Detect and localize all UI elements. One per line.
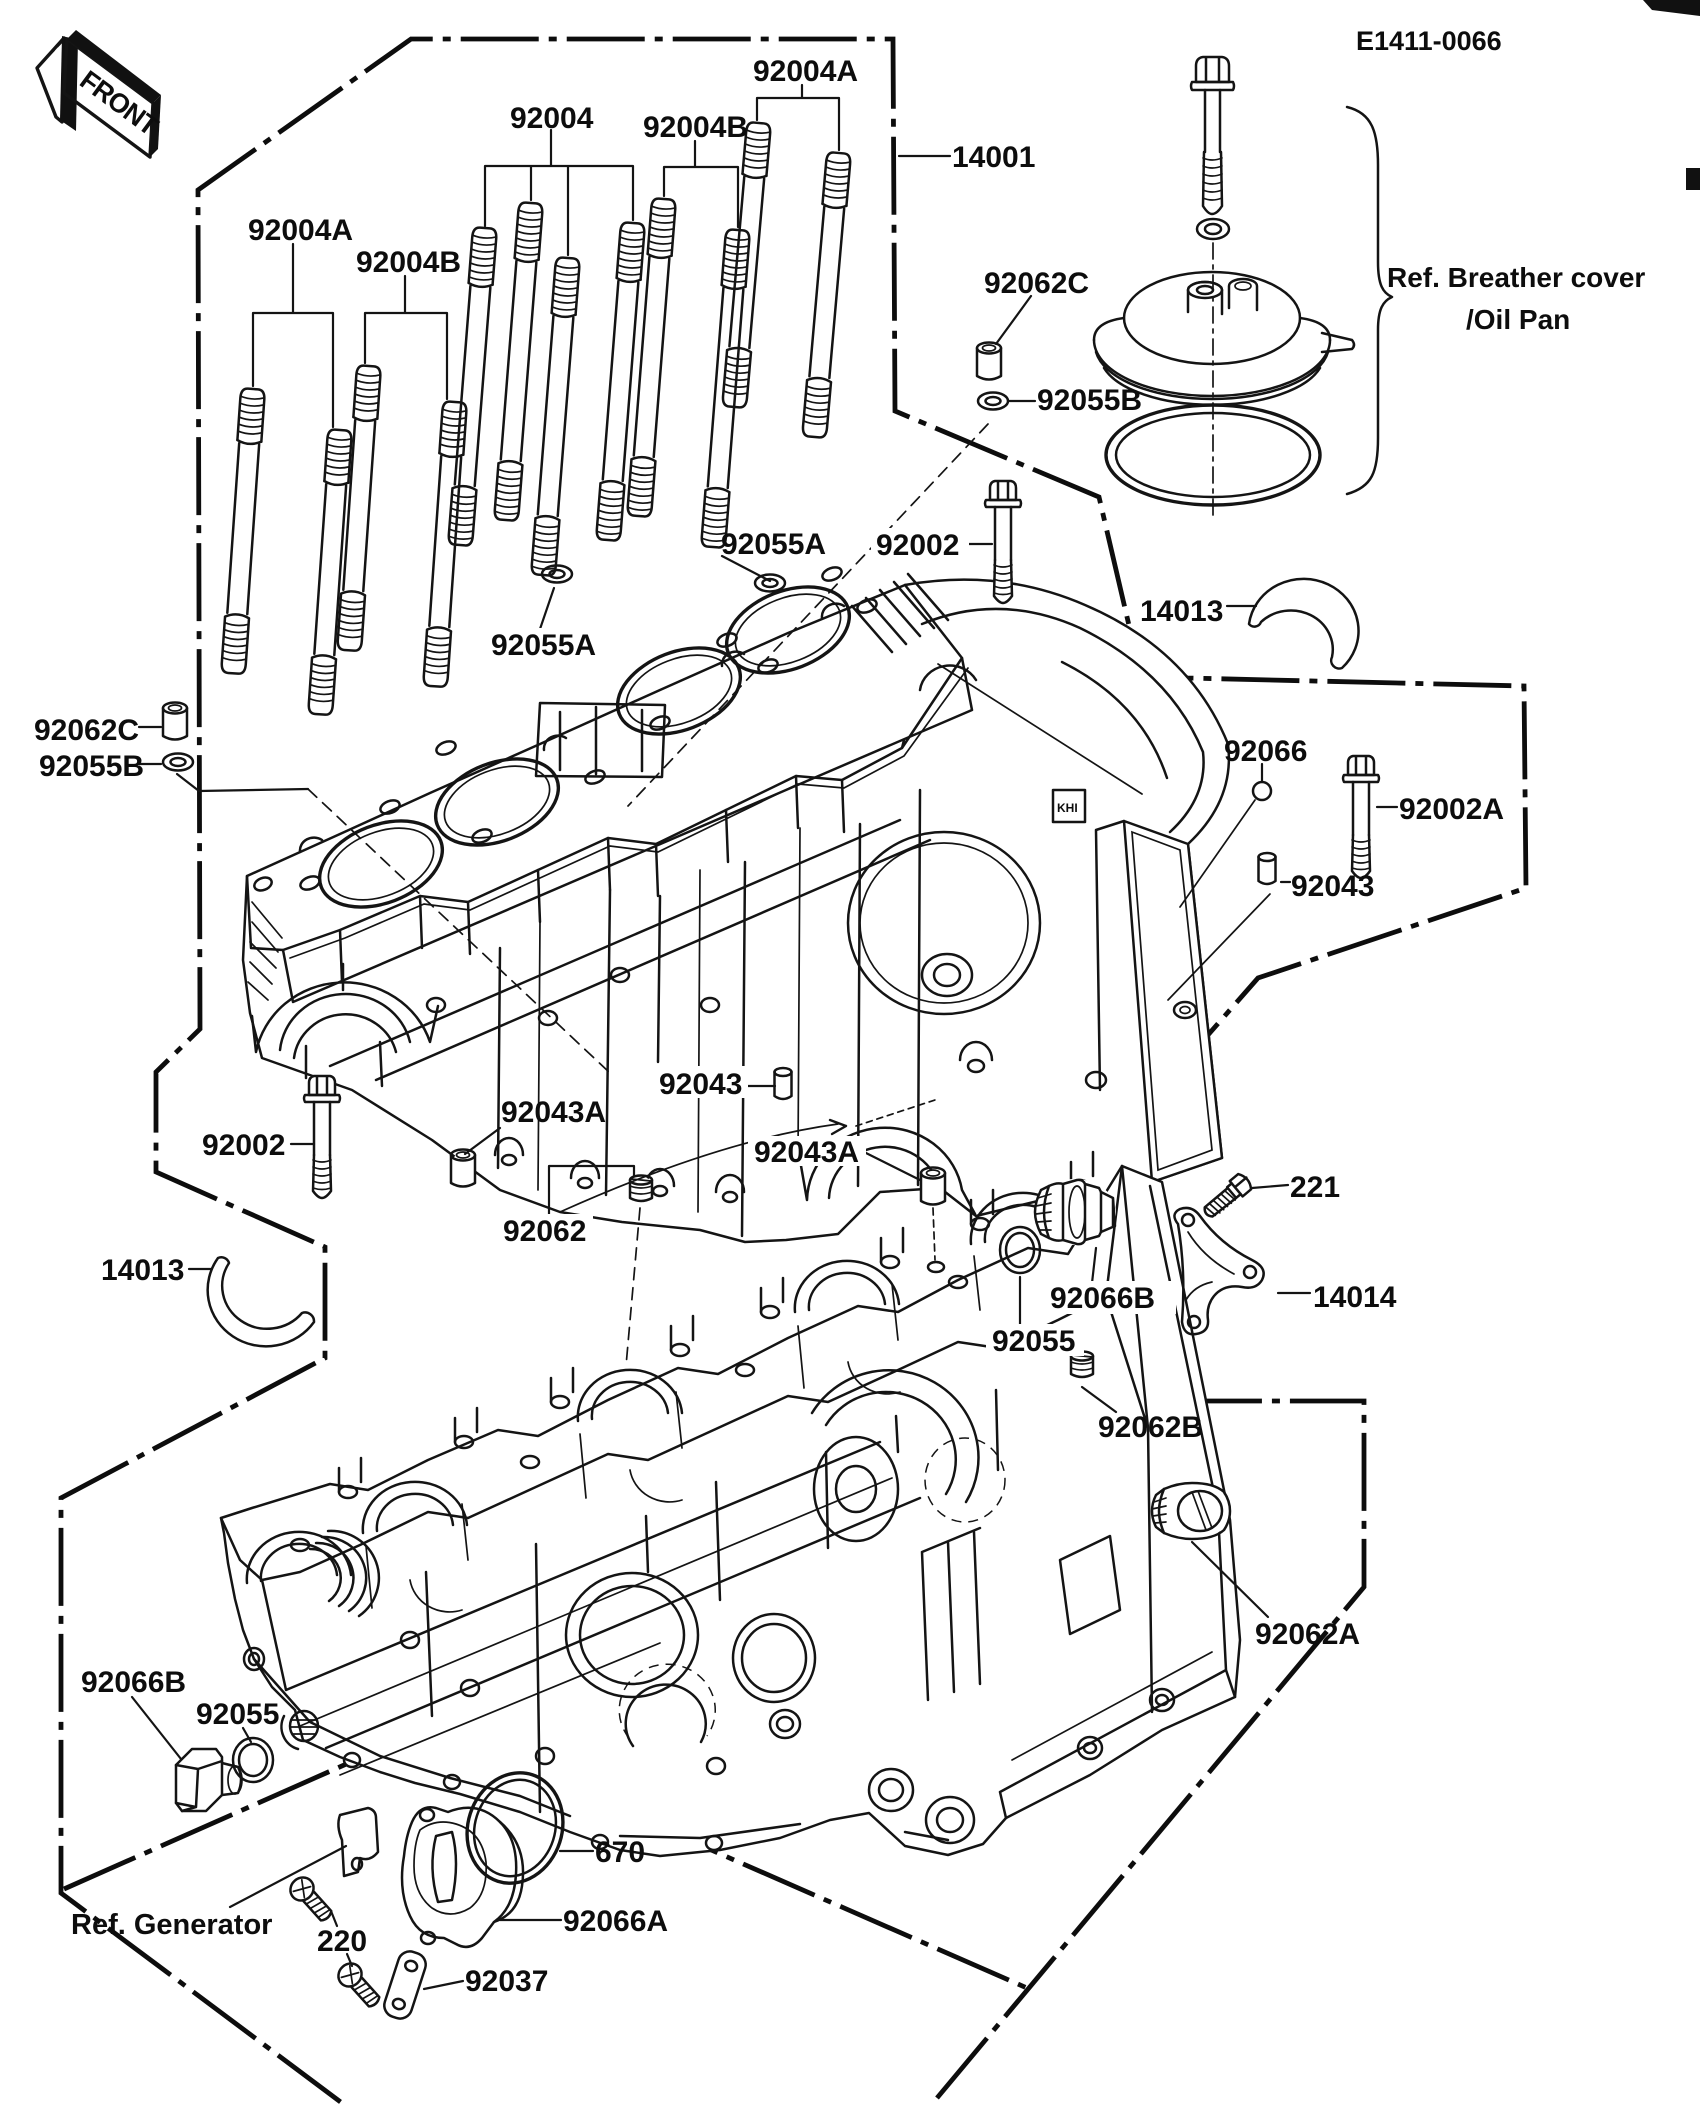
svg-text:92002: 92002 bbox=[876, 529, 959, 562]
svg-text:KHI: KHI bbox=[1057, 801, 1078, 815]
svg-text:92043: 92043 bbox=[659, 1068, 742, 1101]
svg-text:221: 221 bbox=[1290, 1171, 1340, 1204]
svg-text:92066: 92066 bbox=[1224, 735, 1307, 768]
svg-text:92066B: 92066B bbox=[81, 1666, 186, 1699]
svg-text:E1411-0066: E1411-0066 bbox=[1356, 26, 1502, 56]
svg-text:92066A: 92066A bbox=[563, 1905, 668, 1938]
svg-text:92055B: 92055B bbox=[39, 750, 144, 783]
svg-text:92055B: 92055B bbox=[1037, 384, 1142, 417]
svg-text:14001: 14001 bbox=[952, 141, 1035, 174]
svg-text:92004A: 92004A bbox=[753, 55, 858, 88]
svg-text:92062B: 92062B bbox=[1098, 1411, 1203, 1444]
svg-text:14013: 14013 bbox=[1140, 595, 1223, 628]
svg-text:92066B: 92066B bbox=[1050, 1282, 1155, 1315]
svg-text:92055A: 92055A bbox=[491, 629, 596, 662]
svg-text:92043: 92043 bbox=[1291, 870, 1374, 903]
svg-text:92004B: 92004B bbox=[356, 246, 461, 279]
svg-text:Ref. Generator: Ref. Generator bbox=[71, 1909, 272, 1941]
svg-text:92062C: 92062C bbox=[34, 714, 139, 747]
svg-text:/Oil Pan: /Oil Pan bbox=[1466, 304, 1570, 335]
svg-text:92055: 92055 bbox=[992, 1325, 1075, 1358]
svg-text:92004A: 92004A bbox=[248, 214, 353, 247]
svg-text:92043A: 92043A bbox=[501, 1096, 606, 1129]
svg-text:92004B: 92004B bbox=[643, 111, 748, 144]
svg-text:92004: 92004 bbox=[510, 102, 594, 135]
svg-text:92055: 92055 bbox=[196, 1698, 279, 1731]
svg-text:92037: 92037 bbox=[465, 1965, 548, 1998]
svg-text:92002: 92002 bbox=[202, 1129, 285, 1162]
svg-text:92062: 92062 bbox=[503, 1215, 586, 1248]
svg-text:220: 220 bbox=[317, 1925, 367, 1958]
svg-text:670: 670 bbox=[595, 1836, 645, 1869]
svg-text:92062A: 92062A bbox=[1255, 1618, 1360, 1651]
svg-text:Ref. Breather cover: Ref. Breather cover bbox=[1387, 262, 1645, 293]
svg-text:92043A: 92043A bbox=[754, 1136, 859, 1169]
svg-text:14013: 14013 bbox=[101, 1254, 184, 1287]
svg-text:92055A: 92055A bbox=[721, 528, 826, 561]
svg-text:92002A: 92002A bbox=[1399, 793, 1504, 826]
svg-text:14014: 14014 bbox=[1313, 1281, 1397, 1314]
svg-text:92062C: 92062C bbox=[984, 267, 1089, 300]
